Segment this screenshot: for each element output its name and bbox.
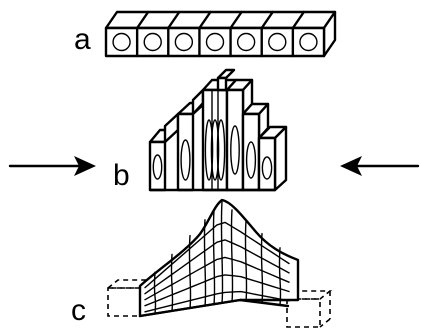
label-a: a: [74, 23, 91, 56]
cell-nucleus: [205, 32, 225, 52]
cell-nucleus: [112, 32, 131, 52]
left-compression-arrow: [8, 156, 96, 176]
mesh-horizontal-line: [144, 256, 290, 301]
cell-outer-right: [257, 125, 288, 192]
panel-b-compressed-cells: b: [8, 68, 420, 192]
mesh-horizontal-line: [144, 274, 290, 307]
cell-left-2: [163, 101, 207, 192]
cell-top-divider: [135, 10, 150, 30]
cell-center-block: [191, 78, 238, 192]
cell-top-divider: [291, 10, 306, 30]
cell-nucleus: [299, 32, 318, 52]
cell-top-divider: [260, 10, 274, 30]
cell-top-divider: [198, 10, 212, 30]
panel-c-folded-sheet: c: [71, 198, 333, 328]
cell-row-front-face: [104, 26, 326, 58]
cell-nucleus: [174, 32, 194, 52]
cell-nucleus: [268, 32, 287, 52]
cell-top-divider: [229, 10, 243, 30]
label-c: c: [71, 294, 86, 327]
cell-nucleus: [236, 32, 256, 52]
mesh-vertical-line: [260, 232, 264, 304]
cell-row-top-face: [104, 10, 337, 30]
cell-top-divider: [167, 10, 181, 30]
mesh-vertical-line: [170, 253, 174, 312]
right-compression-arrow: [340, 156, 420, 176]
mesh-horizontal-line: [144, 290, 290, 313]
cell-outer-left: [148, 128, 177, 192]
cell-nucleus: [143, 32, 162, 52]
dashed-cell-right: [284, 290, 333, 328]
cell-right-3: [241, 102, 270, 192]
mesh-horizontal-line: [144, 239, 290, 295]
label-b: b: [113, 159, 130, 192]
panel-a-flat-cell-row: a: [74, 10, 337, 58]
mesh-vertical-line: [188, 234, 192, 309]
mesh-vertical-line: [278, 247, 282, 306]
folded-sheet-front-edge: [138, 298, 290, 318]
mesh-vertical-line: [220, 201, 224, 304]
mesh-horizontal-line: [144, 221, 290, 289]
sheet-mesh-horizontal: [144, 221, 290, 313]
cell-tallest: [216, 68, 236, 92]
cell-row-cells: [112, 10, 318, 58]
